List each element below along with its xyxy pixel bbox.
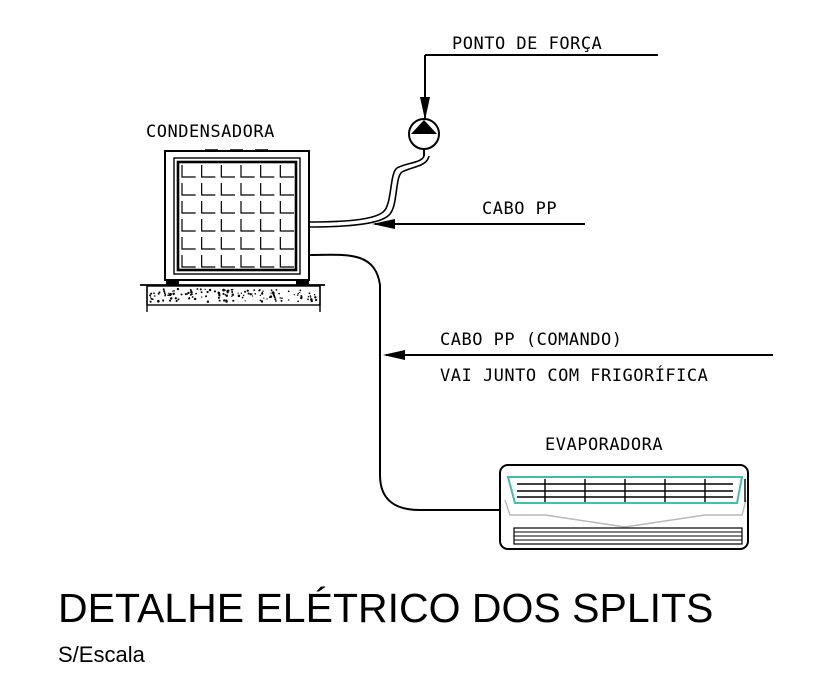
evaporator-coil bbox=[517, 479, 746, 502]
vai-junto-label: VAI JUNTO COM FRIGORÍFICA bbox=[440, 364, 708, 386]
cabo-pp-comando-label: CABO PP (COMANDO) bbox=[440, 330, 623, 350]
concrete-base bbox=[140, 284, 325, 312]
diagram-title: DETALHE ELÉTRICO DOS SPLITS bbox=[58, 585, 714, 631]
condensadora-label: CONDENSADORA bbox=[146, 122, 275, 142]
ponto-de-forca-label: PONTO DE FORÇA bbox=[452, 34, 602, 54]
condenser-grille bbox=[181, 165, 294, 268]
evaporadora-label: EVAPORADORA bbox=[545, 435, 663, 455]
ponto-de-forca-arrowhead bbox=[420, 97, 430, 120]
power-outlet-symbol bbox=[408, 118, 440, 156]
evaporator-unit bbox=[499, 464, 749, 550]
diagram-scale-note: S/Escala bbox=[58, 642, 145, 667]
cabo-pp-leader bbox=[372, 219, 585, 229]
cabo-pp-comando-leader bbox=[383, 350, 773, 360]
cabo-pp-label: CABO PP bbox=[482, 199, 557, 219]
command-cable bbox=[307, 253, 502, 511]
ponto-de-forca-leader bbox=[424, 54, 658, 118]
power-cable bbox=[307, 155, 430, 228]
condenser-unit bbox=[164, 149, 310, 286]
